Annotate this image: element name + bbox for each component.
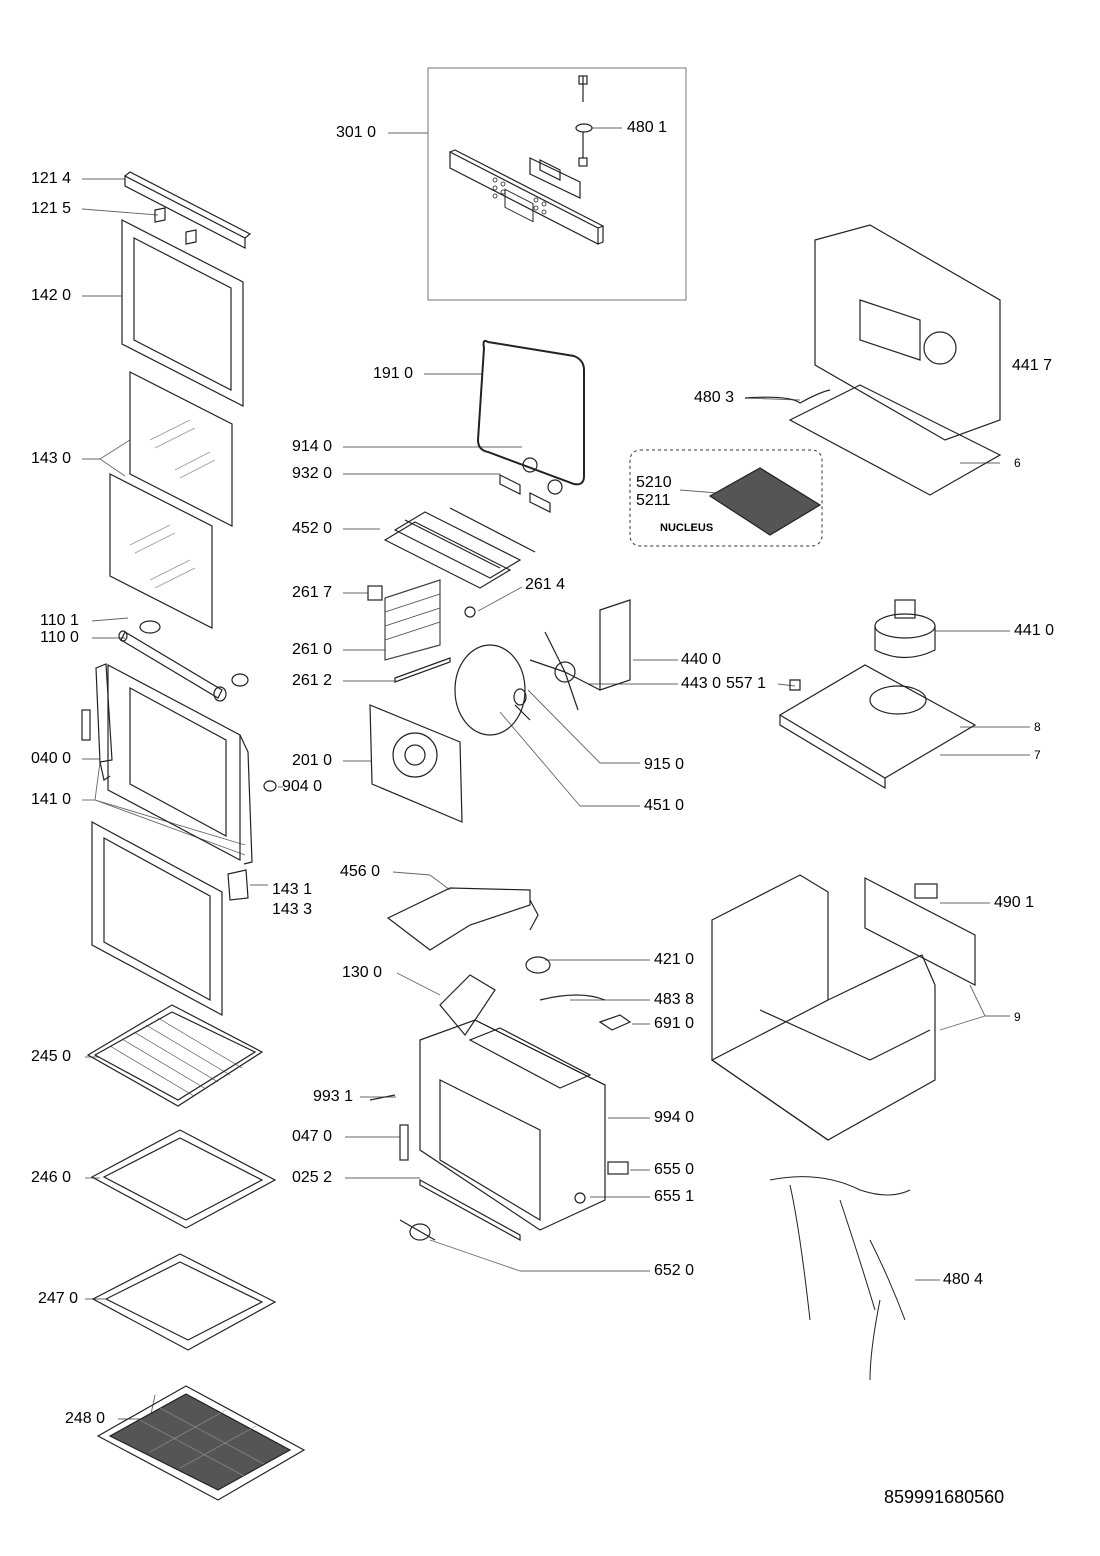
label-261-4: 261 4 [525, 576, 566, 593]
label-691-0: 691 0 [654, 1015, 695, 1032]
label-441-7: 441 7 [1012, 357, 1053, 374]
label-652-0: 652 0 [654, 1262, 695, 1279]
rear-assembly [629, 224, 1002, 790]
label-915-0: 915 0 [644, 756, 685, 773]
label-121-5: 121 5 [31, 200, 72, 217]
label-490-1: 490 1 [994, 894, 1035, 911]
label-040-0: 040 0 [31, 750, 72, 767]
label-483-8: 483 8 [654, 991, 695, 1008]
label-7: 7 [1034, 748, 1041, 762]
door-parts [81, 171, 277, 1017]
label-441-0: 441 0 [1014, 622, 1055, 639]
label-994-0: 994 0 [654, 1109, 695, 1126]
label-248-0: 248 0 [65, 1410, 106, 1427]
label-440-0: 440 0 [681, 651, 722, 668]
label-480-4: 480 4 [943, 1271, 984, 1288]
control-panel-group [427, 67, 687, 301]
module-caption: NUCLEUS [660, 522, 714, 534]
label-143-1: 143 1 [272, 881, 313, 898]
label-261-7: 261 7 [292, 584, 333, 601]
label-452-0: 452 0 [292, 520, 333, 537]
label-201-0: 201 0 [292, 752, 333, 769]
label-143-3: 143 3 [272, 901, 313, 918]
label-025-2: 025 2 [292, 1169, 333, 1186]
label-110-0: 110 0 [40, 629, 79, 646]
label-191-0: 191 0 [373, 365, 414, 382]
leader-lines [81, 127, 1030, 1420]
label-557-1: 557 1 [726, 675, 767, 692]
label-130-0: 130 0 [342, 964, 383, 981]
label-914-0: 914 0 [292, 438, 333, 455]
label-301-0: 301 0 [336, 124, 377, 141]
heating-elements [367, 339, 631, 823]
label-456-0: 456 0 [340, 863, 381, 880]
label-246-0: 246 0 [31, 1169, 72, 1186]
label-8: 8 [1034, 720, 1041, 734]
label-141-0: 141 0 [31, 791, 72, 808]
label-993-1: 993 1 [313, 1088, 354, 1105]
label-9: 9 [1014, 1010, 1021, 1024]
label-110-1: 110 1 [40, 612, 79, 629]
label-480-3: 480 3 [694, 389, 735, 406]
label-261-2: 261 2 [292, 672, 333, 689]
label-121-4: 121 4 [31, 170, 72, 187]
label-247-0: 247 0 [38, 1290, 79, 1307]
housing-assembly [711, 874, 976, 1381]
label-421-0: 421 0 [654, 951, 695, 968]
label-143-0: 143 0 [31, 450, 72, 467]
label-245-0: 245 0 [31, 1048, 72, 1065]
cavity-assembly [369, 887, 632, 1242]
label-932-0: 932 0 [292, 465, 333, 482]
label-443-0: 443 0 [681, 675, 722, 692]
label-451-0: 451 0 [644, 797, 685, 814]
label-655-0: 655 0 [654, 1161, 695, 1178]
label-655-1: 655 1 [654, 1188, 695, 1205]
label-6: 6 [1014, 456, 1021, 470]
label-5210: 5210 [636, 474, 672, 491]
label-480-1: 480 1 [627, 119, 668, 136]
label-047-0: 047 0 [292, 1128, 333, 1145]
label-5211: 5211 [636, 492, 671, 509]
document-number: 859991680560 [884, 1487, 1005, 1507]
label-904-0: 904 0 [282, 778, 323, 795]
label-261-0: 261 0 [292, 641, 333, 658]
label-142-0: 142 0 [31, 287, 72, 304]
accessories [86, 1004, 306, 1501]
